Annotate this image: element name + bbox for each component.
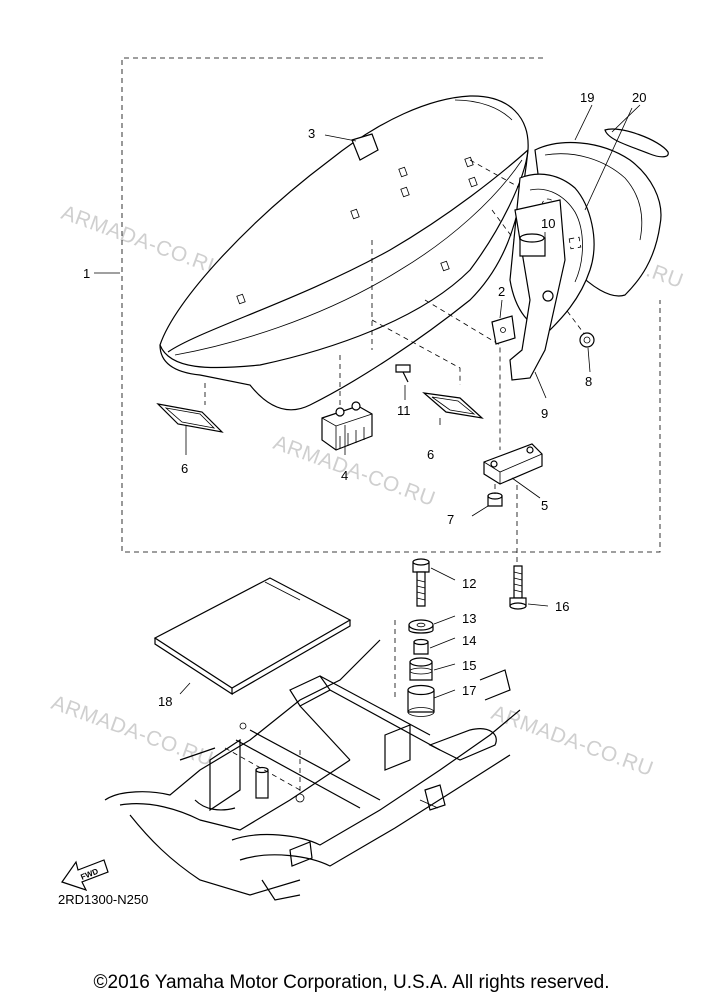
callout-13: 13 — [462, 611, 476, 626]
bolt-11 — [395, 364, 411, 383]
collar-7 — [487, 492, 503, 507]
collar-15 — [413, 638, 429, 655]
callout-19: 19 — [580, 90, 594, 105]
callout-16: 16 — [555, 599, 569, 614]
assembly-boundary — [121, 57, 661, 553]
bracket-5 — [483, 443, 543, 485]
damper-14 — [409, 657, 433, 681]
callout-7: 7 — [447, 512, 454, 527]
bolt-16 — [509, 565, 527, 610]
callout-18: 18 — [158, 694, 172, 709]
callout-12: 12 — [462, 576, 476, 591]
callout-3: 3 — [308, 126, 315, 141]
fwd-arrow: FWD — [61, 859, 109, 892]
nut-8 — [579, 332, 595, 348]
callout-5: 5 — [541, 498, 548, 513]
callout-8: 8 — [585, 374, 592, 389]
callout-2: 2 — [498, 284, 505, 299]
callout-14: 15 — [462, 658, 476, 673]
damper-block-4 — [321, 401, 373, 451]
callout-4: 4 — [341, 468, 348, 483]
callouts: 1 2 3 4 5 6 6 7 8 9 10 11 12 13 14 15 16… — [83, 90, 646, 709]
callout-10: 10 — [541, 216, 555, 231]
seat-assembly — [159, 95, 586, 450]
damper-17 — [407, 684, 435, 717]
callout-6: 6 — [427, 447, 434, 462]
frame — [104, 620, 521, 901]
callout-1: 1 — [83, 266, 90, 281]
washer-13 — [408, 619, 434, 634]
callout-9: 9 — [541, 406, 548, 421]
watermark: ARMADA-CO.RU — [488, 701, 656, 781]
leader-lines — [94, 104, 641, 699]
watermark: ARMADA-CO.RU — [48, 691, 216, 771]
bracket-2 — [491, 315, 516, 345]
sheet-18 — [153, 577, 352, 696]
callout-11: 11 — [397, 403, 411, 418]
callout-20: 20 — [632, 90, 646, 105]
damper-10 — [519, 233, 546, 257]
callout-6: 6 — [181, 461, 188, 476]
copyright-notice: ©2016 Yamaha Motor Corporation, U.S.A. A… — [93, 972, 610, 993]
callout-15: 14 — [462, 633, 476, 648]
callout-17: 17 — [462, 683, 476, 698]
diagram-code: 2RD1300-N250 — [58, 892, 148, 907]
bolt-12 — [412, 558, 430, 607]
pad-6 — [156, 392, 484, 433]
